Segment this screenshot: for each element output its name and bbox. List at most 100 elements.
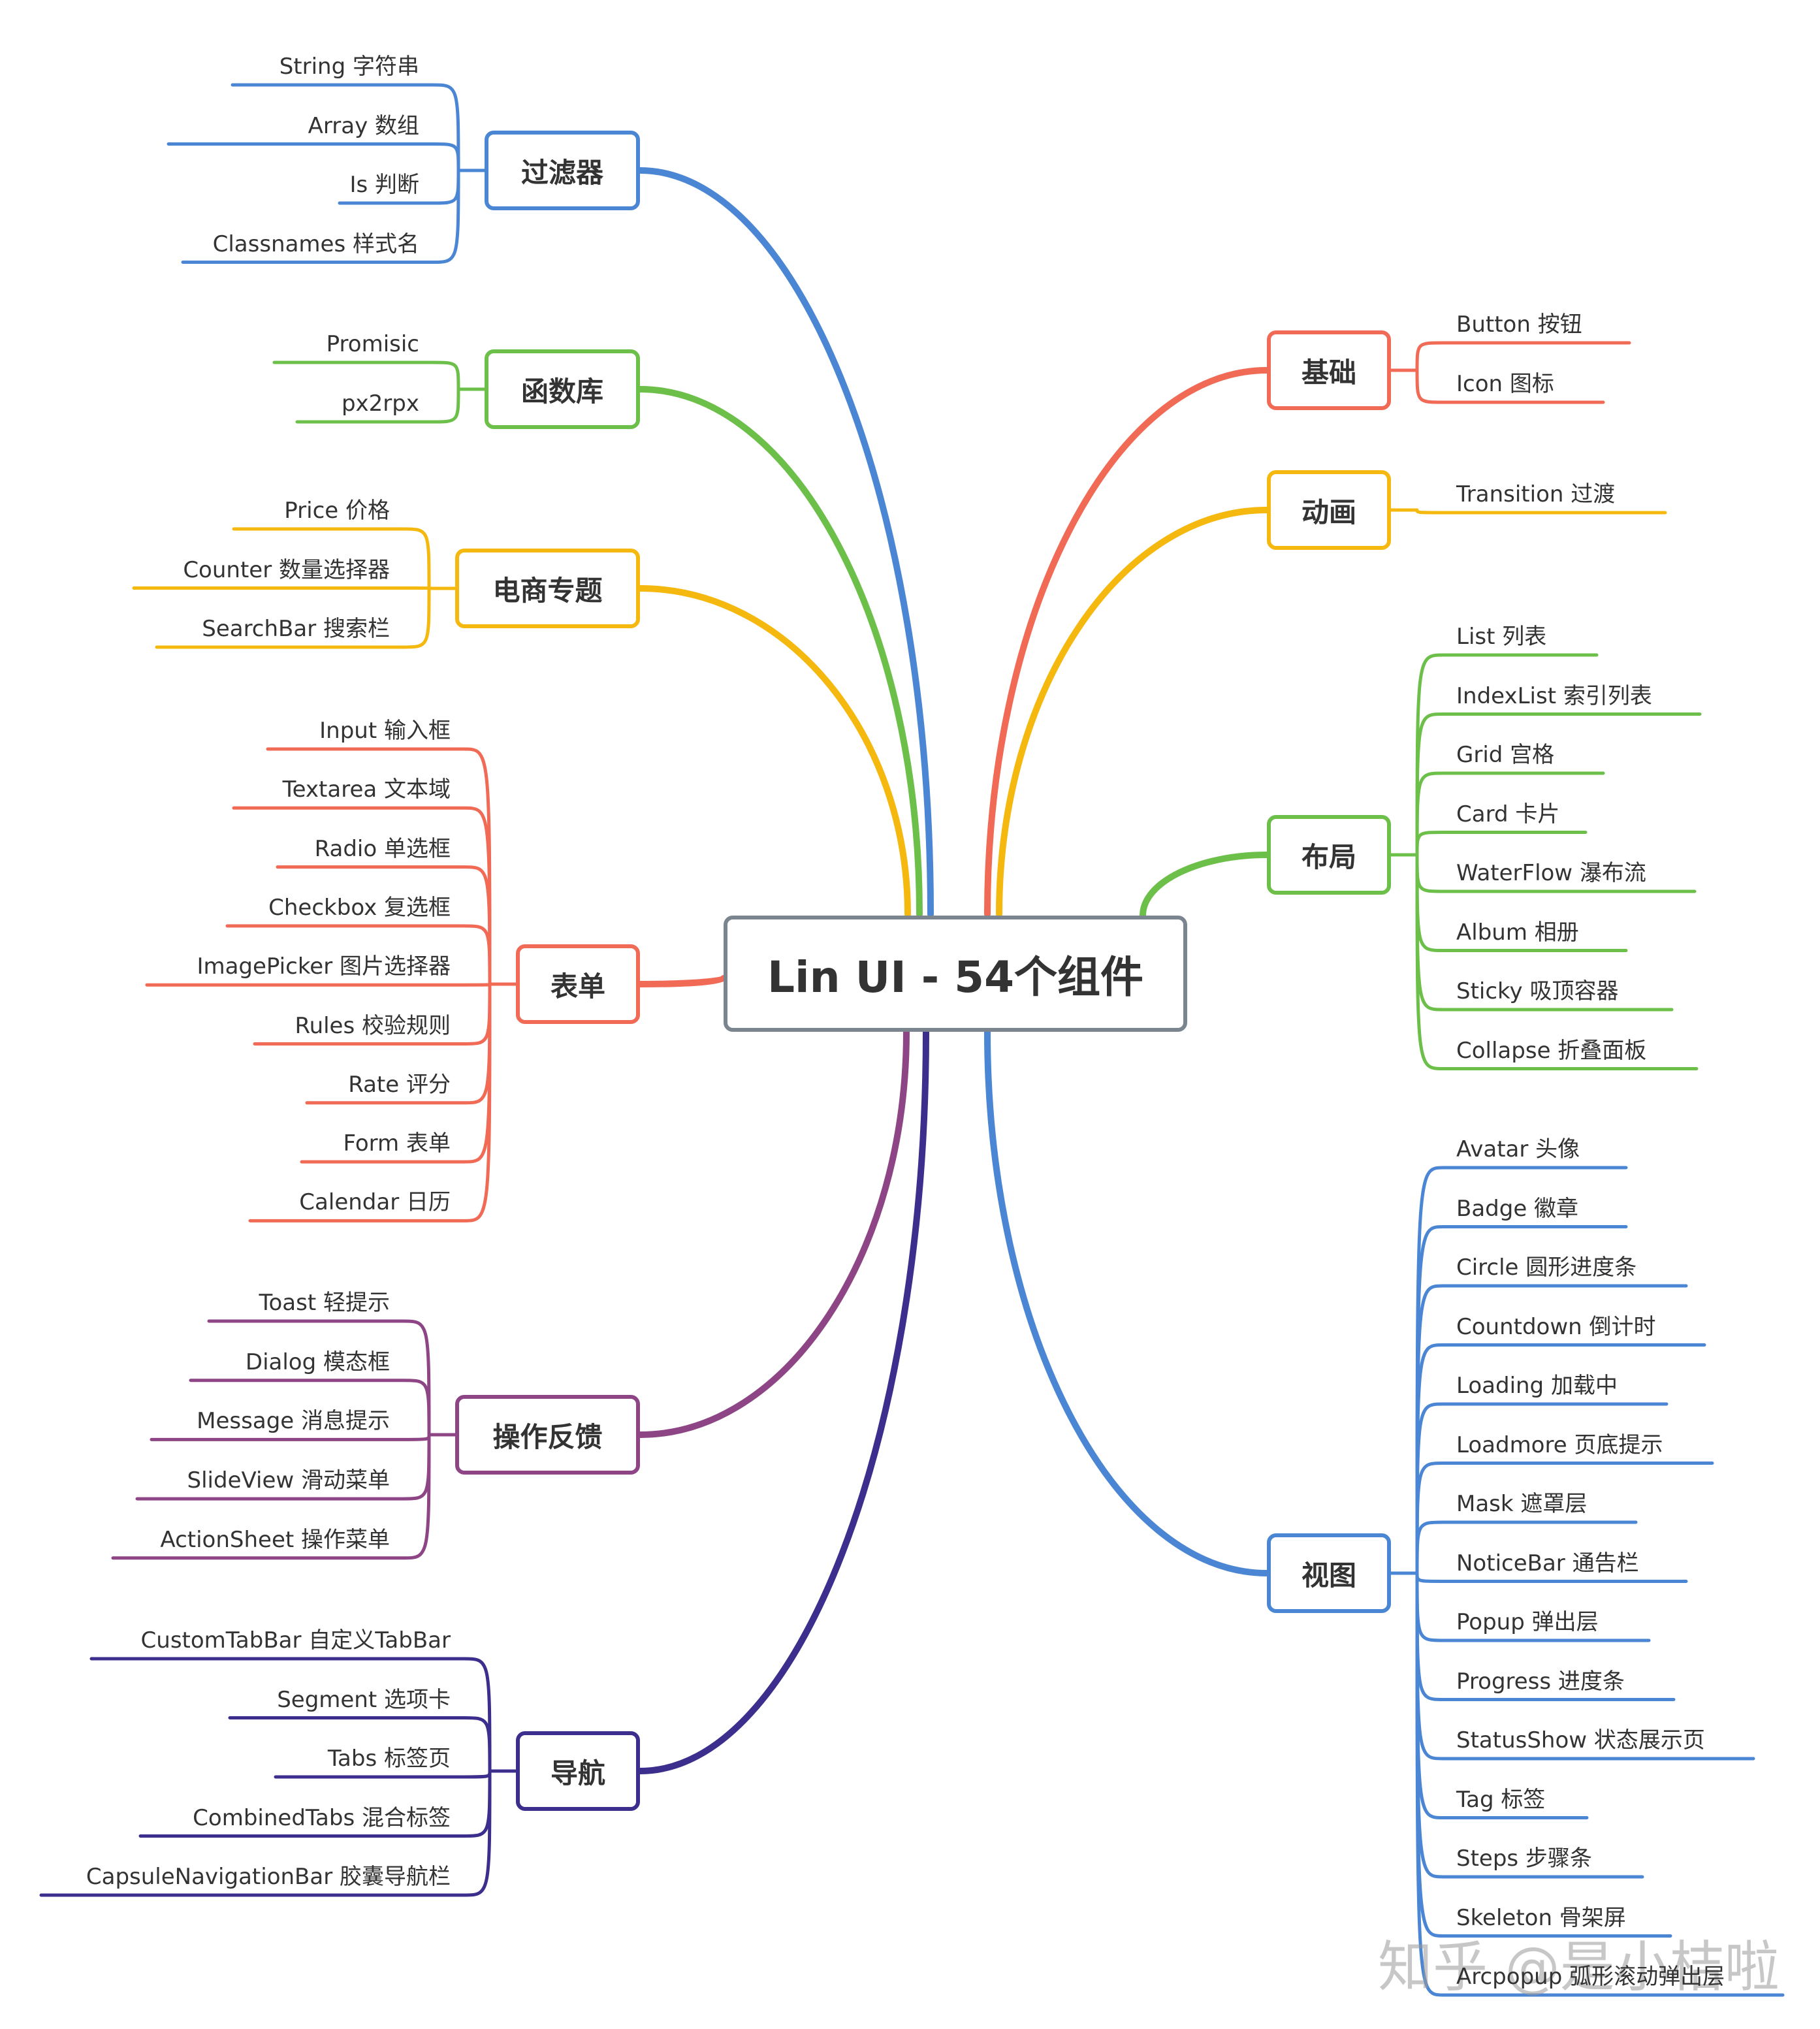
- leaf-line-biaodan: [145, 982, 492, 987]
- leaf-dianshang-item[interactable]: Price 价格: [284, 498, 390, 524]
- leaf-line-shitu: [1415, 1520, 1638, 1575]
- connector-buju: [1140, 852, 1270, 919]
- leaf-caozuo-item[interactable]: Message 消息提示: [197, 1408, 390, 1435]
- leaf-caozuo-item[interactable]: SlideView 滑动菜单: [187, 1467, 390, 1494]
- leaf-biaodan-item[interactable]: Form 表单: [343, 1130, 451, 1157]
- leaf-shitu-item[interactable]: Badge 徽章: [1456, 1195, 1579, 1222]
- center-title: Lin UI - 54个组件: [767, 952, 1143, 1002]
- leaf-hanshuku-item[interactable]: px2rpx: [341, 391, 419, 417]
- leaf-shitu-item[interactable]: NoticeBar 通告栏: [1456, 1550, 1639, 1576]
- leaf-shitu-item[interactable]: Circle 圆形进度条: [1456, 1254, 1637, 1281]
- leaf-caozuo-item[interactable]: Dialog 模态框: [245, 1349, 390, 1375]
- leaf-caozuo-item[interactable]: ActionSheet 操作菜单: [160, 1526, 390, 1553]
- leaf-donghua-item[interactable]: Transition 过渡: [1456, 481, 1616, 507]
- branch-label: 函数库: [520, 375, 603, 407]
- connector-shitu: [984, 1029, 1270, 1576]
- leaf-shitu-item[interactable]: Avatar 头像: [1456, 1136, 1580, 1162]
- center-node[interactable]: Lin UI - 54个组件: [724, 916, 1187, 1032]
- branch-node-buju[interactable]: 布局: [1267, 815, 1391, 895]
- watermark: 知乎 @是小桔啦: [1378, 1935, 1780, 1999]
- leaf-line-caozuo: [189, 1379, 431, 1437]
- leaf-buju-item[interactable]: Collapse 折叠面板: [1456, 1037, 1647, 1064]
- branch-label: 电商专题: [492, 574, 603, 607]
- branch-node-donghua[interactable]: 动画: [1267, 470, 1391, 550]
- leaf-line-donghua: [1415, 508, 1667, 515]
- leaf-shitu-item[interactable]: Mask 遮罩层: [1456, 1491, 1588, 1517]
- leaf-line-caozuo: [111, 1433, 431, 1560]
- leaf-daohang-item[interactable]: Segment 选项卡: [277, 1686, 451, 1713]
- leaf-buju-item[interactable]: IndexList 索引列表: [1456, 682, 1652, 709]
- leaf-caozuo-item[interactable]: Toast 轻提示: [259, 1290, 390, 1316]
- leaf-shitu-item[interactable]: Progress 进度条: [1456, 1668, 1625, 1695]
- branch-node-daohang[interactable]: 导航: [516, 1731, 640, 1811]
- leaf-jichu-item[interactable]: Button 按钮: [1456, 312, 1582, 338]
- connector-hanshuku: [637, 386, 923, 918]
- leaf-buju-item[interactable]: List 列表: [1456, 624, 1547, 650]
- leaf-line-guolvqi: [181, 168, 460, 264]
- leaf-buju-item[interactable]: Grid 宫格: [1456, 742, 1555, 768]
- leaf-buju-item[interactable]: Album 相册: [1456, 919, 1579, 946]
- branch-label: 导航: [550, 1757, 605, 1789]
- leaf-biaodan-item[interactable]: Textarea 文本域: [282, 776, 451, 803]
- leaf-biaodan-item[interactable]: Calendar 日历: [299, 1189, 451, 1216]
- leaf-line-shitu: [1415, 1571, 1785, 1997]
- leaf-line-shitu: [1415, 1402, 1668, 1575]
- branch-node-guolvqi[interactable]: 过滤器: [485, 131, 640, 210]
- leaf-daohang-item[interactable]: CombinedTabs 混合标签: [193, 1804, 451, 1831]
- leaf-daohang-item[interactable]: Tabs 标签页: [327, 1746, 451, 1772]
- leaf-shitu-item[interactable]: Loading 加载中: [1456, 1373, 1618, 1399]
- branch-label: 过滤器: [520, 156, 603, 189]
- leaf-hanshuku-item[interactable]: Promisic: [326, 331, 419, 357]
- leaf-biaodan-item[interactable]: ImagePicker 图片选择器: [197, 953, 451, 980]
- leaf-shitu-item[interactable]: Loadmore 页底提示: [1456, 1431, 1663, 1458]
- leaf-shitu-item[interactable]: Arcpopup 弧形滚动弹出层: [1456, 1964, 1725, 1990]
- connector-caozuo: [637, 1029, 910, 1438]
- leaf-biaodan-item[interactable]: Input 输入框: [319, 718, 451, 744]
- leaf-guolvqi-item[interactable]: Is 判断: [349, 172, 419, 198]
- leaf-shitu-item[interactable]: Tag 标签: [1456, 1786, 1546, 1813]
- leaf-line-jichu: [1415, 341, 1631, 372]
- leaf-biaodan-item[interactable]: Rules 校验规则: [295, 1012, 451, 1039]
- leaf-dianshang-item[interactable]: Counter 数量选择器: [183, 556, 390, 583]
- branch-label: 操作反馈: [492, 1420, 603, 1453]
- leaf-shitu-item[interactable]: Countdown 倒计时: [1456, 1313, 1656, 1340]
- leaf-buju-item[interactable]: WaterFlow 瀑布流: [1456, 860, 1646, 886]
- leaf-line-hanshuku: [272, 360, 460, 391]
- leaf-daohang-item[interactable]: CustomTabBar 自定义TabBar: [140, 1627, 451, 1654]
- leaf-jichu-item[interactable]: Icon 图标: [1456, 371, 1554, 397]
- leaf-buju-item[interactable]: Sticky 吸顶容器: [1456, 978, 1619, 1004]
- leaf-biaodan-item[interactable]: Rate 评分: [348, 1071, 451, 1098]
- leaf-shitu-item[interactable]: Steps 步骤条: [1456, 1845, 1592, 1872]
- leaf-guolvqi-item[interactable]: Array 数组: [308, 112, 419, 139]
- leaf-shitu-item[interactable]: Skeleton 骨架屏: [1456, 1904, 1626, 1931]
- branch-node-caozuo[interactable]: 操作反馈: [455, 1395, 640, 1475]
- leaf-line-guolvqi: [231, 83, 460, 172]
- branch-node-biaodan[interactable]: 表单: [516, 944, 640, 1024]
- leaf-line-buju: [1415, 853, 1699, 1070]
- leaf-line-biaodan: [248, 982, 492, 1222]
- leaf-daohang-item[interactable]: CapsuleNavigationBar 胶囊导航栏: [86, 1864, 451, 1890]
- leaf-guolvqi-item[interactable]: String 字符串: [279, 54, 419, 80]
- branch-label: 表单: [550, 970, 605, 1002]
- leaf-dianshang-item[interactable]: SearchBar 搜索栏: [202, 616, 390, 642]
- leaf-line-daohang: [274, 1769, 492, 1779]
- connector-dianshang: [637, 585, 911, 918]
- branch-node-shitu[interactable]: 视图: [1267, 1533, 1391, 1613]
- leaf-biaodan-item[interactable]: Checkbox 复选框: [268, 894, 451, 921]
- branch-node-hanshuku[interactable]: 函数库: [485, 349, 640, 429]
- leaf-line-buju: [1415, 771, 1605, 857]
- leaf-line-buju: [1415, 831, 1588, 857]
- leaf-line-dianshang: [132, 586, 431, 590]
- leaf-line-dianshang: [155, 586, 431, 649]
- branch-node-dianshang[interactable]: 电商专题: [455, 549, 640, 628]
- leaf-line-daohang: [39, 1769, 492, 1897]
- leaf-buju-item[interactable]: Card 卡片: [1456, 801, 1560, 827]
- branch-label: 基础: [1301, 356, 1356, 389]
- branch-label: 动画: [1301, 496, 1356, 528]
- branch-node-jichu[interactable]: 基础: [1267, 330, 1391, 410]
- leaf-shitu-item[interactable]: StatusShow 状态展示页: [1456, 1727, 1705, 1753]
- leaf-biaodan-item[interactable]: Radio 单选框: [314, 835, 451, 862]
- leaf-shitu-item[interactable]: Popup 弹出层: [1456, 1609, 1599, 1635]
- leaf-guolvqi-item[interactable]: Classnames 样式名: [212, 231, 419, 257]
- leaf-line-dianshang: [232, 527, 431, 590]
